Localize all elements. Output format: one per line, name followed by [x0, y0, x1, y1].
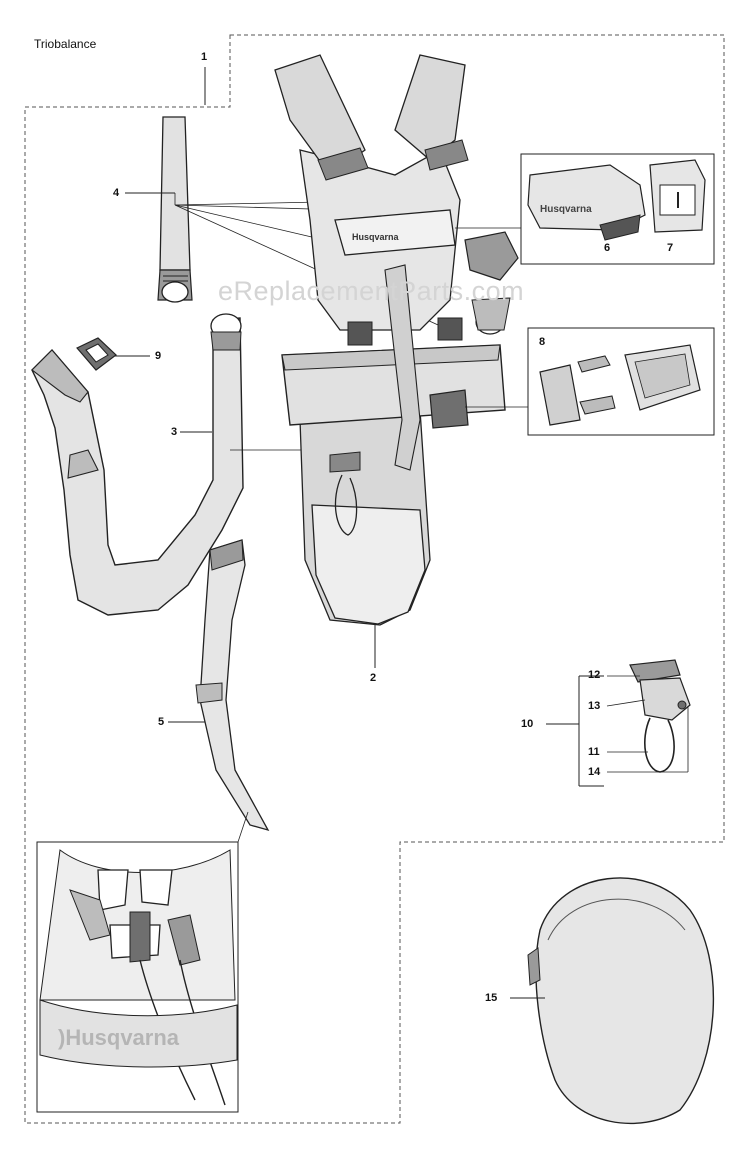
- callout-11: 11: [588, 746, 600, 758]
- callout-9: 9: [155, 350, 162, 362]
- part-7-strap-end: [649, 159, 706, 233]
- callout-5: 5: [158, 716, 165, 728]
- callout-4: 4: [113, 187, 120, 199]
- callout-7: 7: [667, 242, 674, 254]
- detail-brand-text: )Husqvarna: [58, 1025, 180, 1050]
- part-2-harness: Husqvarna: [274, 54, 519, 626]
- part-15-bag: [527, 877, 715, 1125]
- callout-1: 1: [201, 51, 208, 63]
- part-9-buckle: [76, 337, 117, 371]
- callout-6: 6: [604, 242, 611, 254]
- chest-brand-text: Husqvarna: [352, 232, 400, 242]
- part-6-chest-plate: Husqvarna: [527, 164, 646, 241]
- callout-13: 13: [588, 700, 601, 712]
- callout-8: 8: [539, 336, 546, 348]
- callout-2: 2: [370, 672, 377, 684]
- part-10-hook-assembly: [629, 659, 691, 773]
- part-6-brand-text: Husqvarna: [540, 204, 592, 215]
- callout-12: 12: [588, 669, 601, 681]
- watermark: eReplacementParts.com: [218, 276, 525, 306]
- part-5-curved-pad: [195, 539, 270, 832]
- diagram-title: Triobalance: [34, 37, 97, 51]
- detail-harness-closeup: )Husqvarna: [39, 849, 238, 1106]
- part-8-buckle-set: [539, 344, 701, 426]
- callout-10: 10: [521, 718, 534, 730]
- callout-3: 3: [171, 426, 178, 438]
- callout-15: 15: [485, 992, 498, 1004]
- part-4-short-strap: [157, 116, 193, 303]
- callout-14: 14: [588, 766, 601, 778]
- kit-boundary: [24, 34, 725, 1124]
- part-3-long-strap: [31, 313, 244, 616]
